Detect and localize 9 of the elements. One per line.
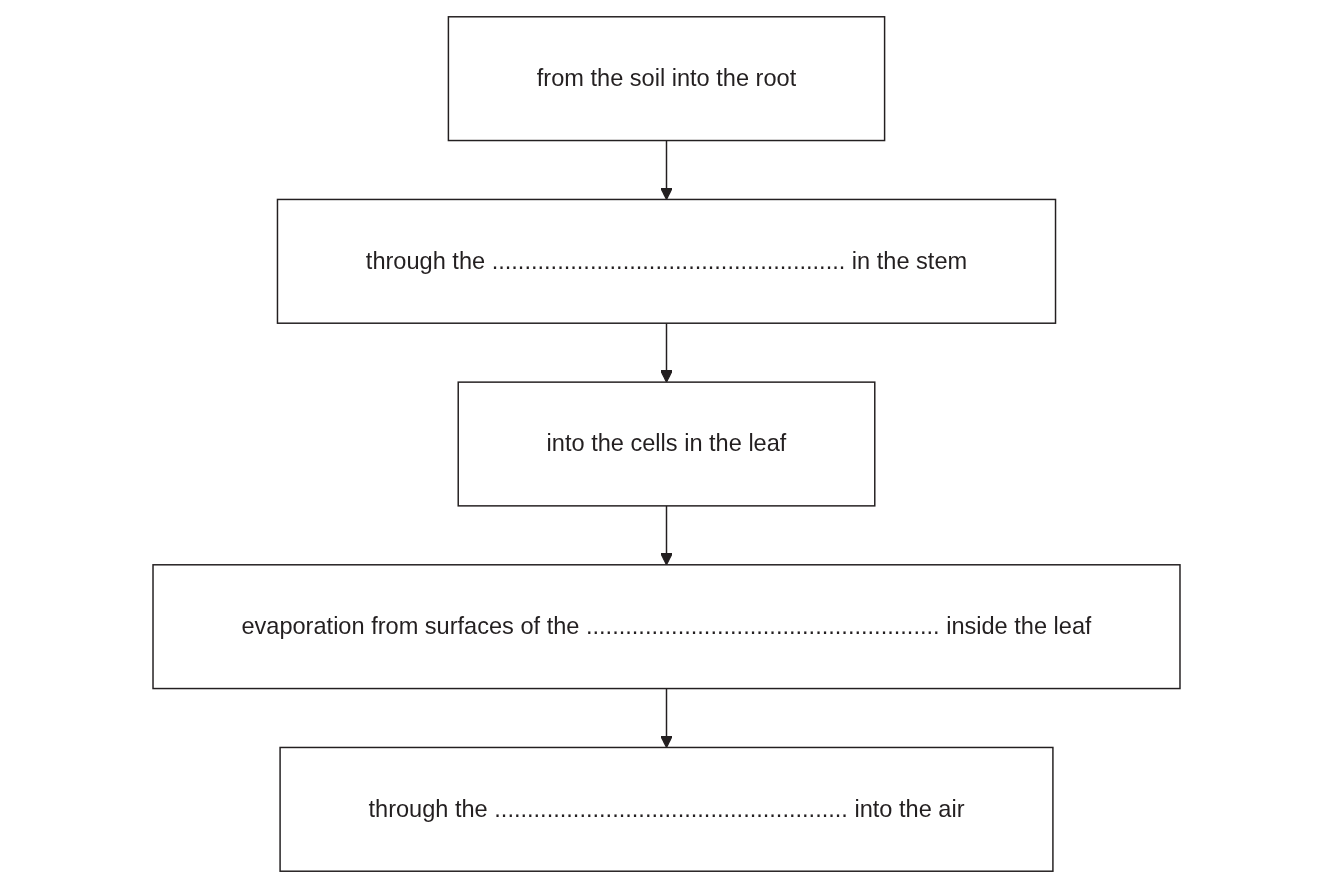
node-box: from the soil into the root <box>447 16 886 142</box>
arrow <box>660 505 673 566</box>
arrow <box>660 322 673 383</box>
node-box: through the ...................................................... in the stem <box>276 198 1057 324</box>
arrow <box>660 687 673 749</box>
node-box: into the cells in the leaf <box>457 381 876 507</box>
node-box: through the ...................................................... into the air <box>279 746 1054 872</box>
node-box: evaporation from surfaces of the ...................................................... inside the leaf <box>152 564 1181 690</box>
arrow <box>660 139 673 201</box>
